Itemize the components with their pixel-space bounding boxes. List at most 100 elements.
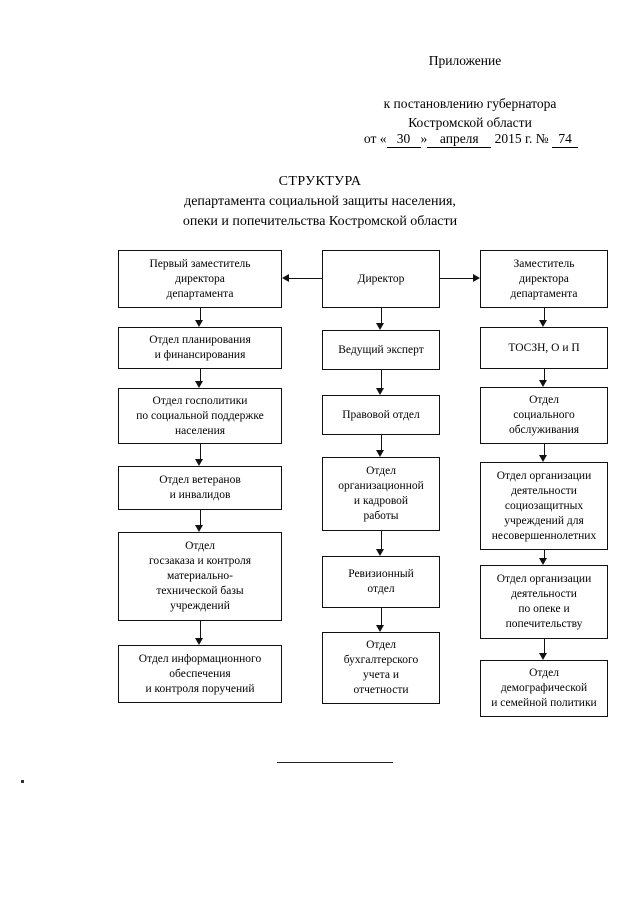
node-guardianship-activity-dept: Отдел организации деятельности по опеке …: [480, 565, 608, 639]
node-line: Ведущий эксперт: [338, 343, 424, 356]
node-veterans-disabled-dept: Отдел ветеранов и инвалидов: [118, 466, 282, 510]
connector-r1-r2: [544, 308, 545, 320]
node-organizational-hr-dept: Отдел организационной и кадровой работы: [322, 457, 440, 531]
connector-l1-l2: [200, 308, 201, 320]
node-line: Правовой отдел: [342, 408, 420, 421]
connector-c5-c6: [381, 608, 382, 625]
node-line: материально-: [167, 570, 233, 582]
node-information-support-dept: Отдел информационного обеспечения и конт…: [118, 645, 282, 703]
node-legal-dept: Правовой отдел: [322, 395, 440, 435]
node-line: попечительству: [505, 618, 583, 630]
connector-c3-c4: [381, 435, 382, 450]
node-line: директора: [519, 272, 569, 285]
arrow-down-icon: [376, 323, 384, 330]
node-line: Отдел организации: [496, 469, 592, 482]
date-day: 30: [386, 131, 421, 148]
node-line: департамента: [510, 287, 578, 300]
arrow-down-icon: [376, 625, 384, 632]
date-quote: »: [420, 131, 428, 146]
node-demographic-family-policy-dept: Отдел демографической и семейной политик…: [480, 660, 608, 717]
connector-director-to-deputy: [440, 278, 473, 279]
node-line: деятельности: [511, 484, 577, 497]
connector-l5-l6: [200, 621, 201, 638]
node-line: бухгалтерского: [343, 654, 419, 666]
arrow-down-icon: [539, 455, 547, 462]
node-line: организационной: [338, 480, 424, 492]
node-line: госзаказа и контроля: [148, 555, 252, 567]
node-line: демографической: [500, 682, 588, 694]
arrow-down-icon: [539, 320, 547, 327]
connector-l2-l3: [200, 369, 201, 381]
date-number: 74: [552, 131, 579, 148]
node-line: по опеке и: [518, 603, 570, 615]
node-line: учета и: [363, 669, 399, 681]
page-title-line-3: опеки и попечительства Костромской облас…: [182, 214, 458, 229]
node-line: и инвалидов: [169, 489, 231, 501]
arrow-down-icon: [195, 638, 203, 645]
page-title: СТРУКТУРА департамента социальной защиты…: [70, 172, 570, 232]
arrow-down-icon: [195, 320, 203, 327]
node-line: Отдел: [529, 667, 559, 679]
decree-date-line: от «30»апреля 2015 г. № 74: [340, 131, 602, 148]
node-line: и кадровой: [353, 495, 409, 507]
decree-line-1: к постановлению губернатора: [383, 96, 557, 111]
date-prefix: от «: [363, 131, 387, 146]
arrow-down-icon: [376, 549, 384, 556]
connector-c2-c3: [381, 370, 382, 388]
node-line: и семейной политики: [491, 697, 597, 709]
node-line: Отдел ветеранов: [159, 474, 241, 486]
node-line: социального: [513, 409, 575, 421]
node-line: социозащитных: [504, 499, 584, 512]
decree-reference: к постановлению губернатора Костромской …: [340, 94, 600, 132]
connector-l4-l5: [200, 510, 201, 525]
page-title-line-1: СТРУКТУРА: [278, 174, 362, 189]
node-minors-institutions-dept: Отдел организации деятельности социозащи…: [480, 462, 608, 550]
arrow-down-icon: [195, 525, 203, 532]
node-line: обслуживания: [508, 424, 580, 436]
node-line: работы: [363, 510, 399, 522]
arrow-down-icon: [539, 380, 547, 387]
node-audit-dept: Ревизионный отдел: [322, 556, 440, 608]
node-state-order-control-dept: Отдел госзаказа и контроля материально- …: [118, 532, 282, 621]
node-line: Отдел: [366, 465, 396, 477]
arrow-down-icon: [376, 388, 384, 395]
node-line: Директор: [357, 272, 405, 285]
node-line: Первый заместитель: [149, 257, 251, 270]
node-line: Отдел госполитики: [152, 394, 248, 407]
arrow-down-icon: [195, 381, 203, 388]
node-line: Ревизионный: [348, 568, 414, 580]
node-line: Отдел: [185, 540, 215, 552]
node-line: Заместитель: [513, 257, 575, 270]
node-state-policy-social-support-dept: Отдел госполитики по социальной поддержк…: [118, 388, 282, 444]
node-line: отдел: [367, 583, 395, 595]
node-line: Отдел информационного: [138, 652, 262, 665]
arrow-down-icon: [539, 653, 547, 660]
node-line: и контроля поручений: [145, 682, 255, 695]
node-line: по социальной поддержке: [136, 409, 264, 422]
arrow-left-icon: [282, 274, 289, 282]
node-line: департамента: [166, 287, 234, 300]
node-line: Отдел организации: [496, 573, 592, 585]
date-year-number-label: 2015 г. №: [494, 131, 549, 146]
footer-separator-rule: [277, 762, 393, 763]
node-line: отчетности: [353, 684, 409, 696]
connector-c1-c2: [381, 308, 382, 323]
node-line: Отдел планирования: [149, 334, 251, 346]
page-title-line-2: департамента социальной защиты населения…: [184, 194, 456, 209]
connector-l3-l4: [200, 444, 201, 459]
node-line: несовершеннолетних: [491, 529, 597, 542]
node-line: населения: [174, 424, 226, 437]
arrow-down-icon: [376, 450, 384, 457]
arrow-right-icon: [473, 274, 480, 282]
connector-r3-r4: [544, 444, 545, 455]
appendix-label: Приложение: [428, 53, 502, 68]
node-line: и финансирования: [154, 349, 246, 361]
connector-r5-r6: [544, 639, 545, 653]
node-planning-finance-dept: Отдел планирования и финансирования: [118, 327, 282, 369]
node-toszn-o-i-p: ТОСЗН, О и П: [480, 327, 608, 369]
arrow-down-icon: [195, 459, 203, 466]
node-line: учреждений: [170, 600, 230, 612]
node-line: ТОСЗН, О и П: [508, 341, 580, 354]
date-month: апреля: [427, 131, 492, 148]
